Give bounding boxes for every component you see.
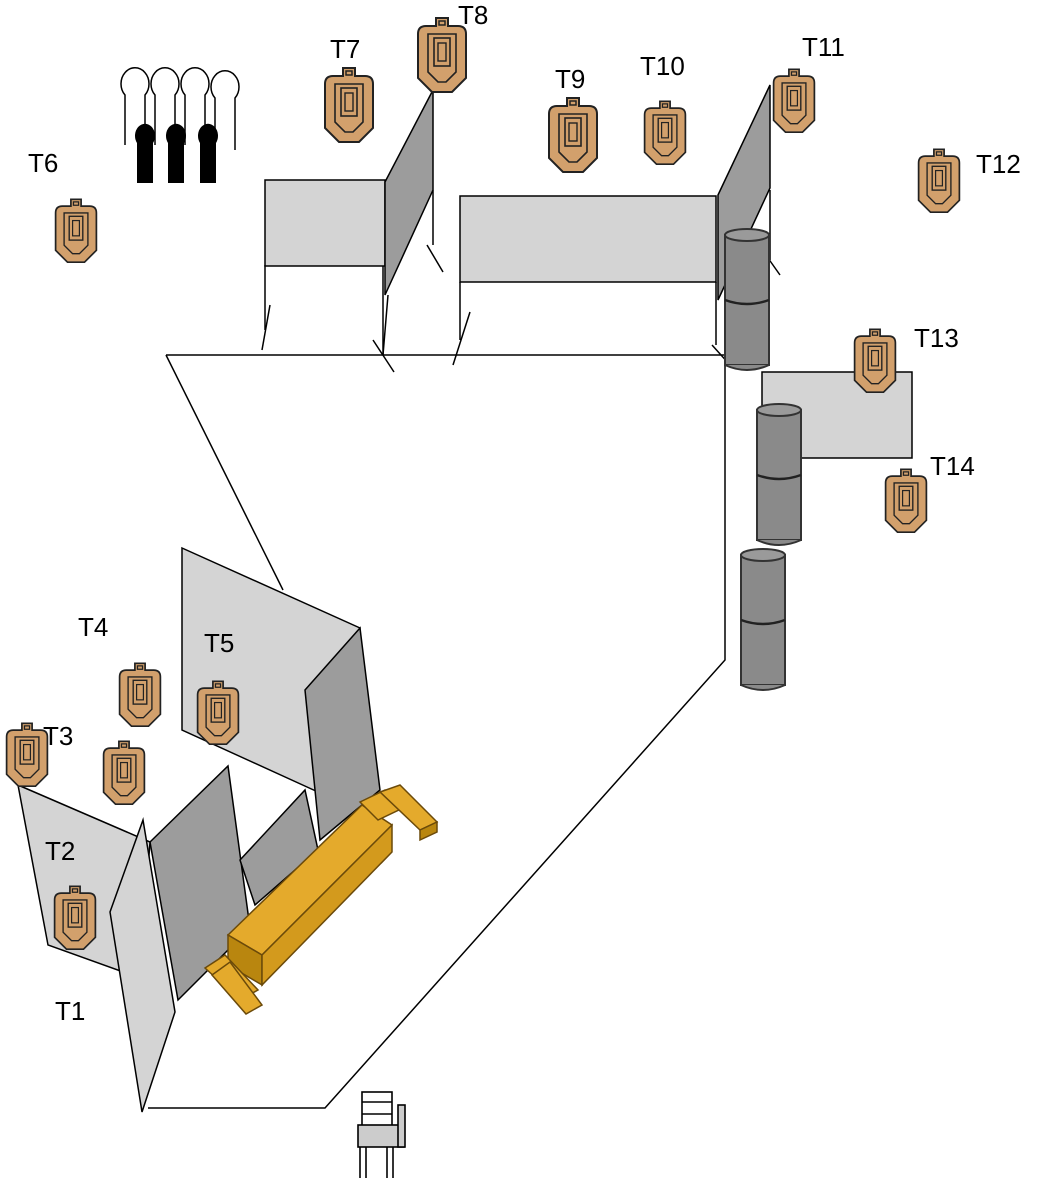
wall-lower-middle	[149, 764, 319, 1002]
target-t10	[643, 100, 687, 166]
target-t12	[917, 148, 961, 214]
plank-bridge	[203, 784, 439, 1015]
target-t3	[102, 740, 146, 806]
target-t1	[5, 722, 49, 788]
target-t7	[324, 67, 374, 143]
label-t11: T11	[802, 32, 845, 62]
wall-upper-left-angled	[382, 89, 444, 356]
wall-upper-center	[452, 195, 717, 366]
label-t13: T13	[914, 323, 959, 353]
label-t12: T12	[976, 149, 1021, 179]
label-t14: T14	[930, 451, 975, 481]
no-shoot-targets	[120, 67, 240, 183]
barrel-top	[723, 227, 771, 372]
label-t9: T9	[555, 64, 585, 94]
label-t8: T8	[458, 0, 488, 30]
target-t14	[884, 468, 928, 534]
target-t9	[548, 97, 598, 173]
label-t3: T3	[43, 721, 73, 751]
barrel-middle	[755, 402, 803, 547]
label-t7: T7	[330, 34, 360, 64]
wall-lower-left	[17, 783, 176, 1113]
target-t13	[853, 328, 897, 394]
label-t1: T1	[55, 996, 85, 1026]
shooting-area-boundary	[148, 354, 726, 1109]
target-labels: T1 T2 T3 T4 T5 T6 T7 T8 T9 T10 T11 T12 T…	[28, 0, 1021, 1026]
chair-icon	[357, 1091, 406, 1178]
label-t5: T5	[204, 628, 234, 658]
wall-upper-left	[261, 179, 395, 373]
label-t2: T2	[45, 836, 75, 866]
barrel-bottom	[739, 547, 787, 692]
target-t2	[53, 885, 97, 951]
label-t4: T4	[78, 612, 108, 642]
label-t10: T10	[640, 51, 685, 81]
target-t5	[196, 680, 240, 746]
target-t11	[772, 68, 816, 134]
target-t6	[54, 198, 98, 264]
target-t4	[118, 662, 162, 728]
label-t6: T6	[28, 148, 58, 178]
